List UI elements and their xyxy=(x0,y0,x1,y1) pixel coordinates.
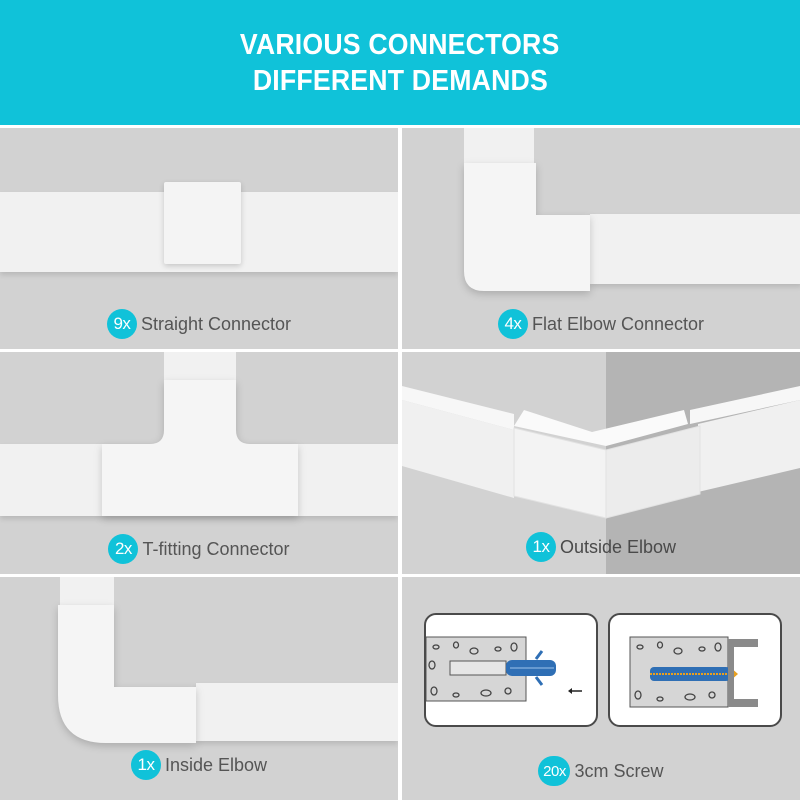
vertical-duct-illustration xyxy=(464,128,534,164)
panel-3cm-screw: 20x 3cm Screw xyxy=(402,577,800,800)
panel-straight-connector: 9x Straight Connector xyxy=(0,128,398,349)
vertical-duct-illustration xyxy=(60,577,114,607)
screw-fastened-diagram xyxy=(608,613,782,727)
caption: 20x 3cm Screw xyxy=(402,756,800,786)
panel-t-fitting-connector: 2x T-fitting Connector xyxy=(0,352,398,574)
quantity-badge: 9x xyxy=(106,309,137,339)
panel-outside-elbow: 1x Outside Elbow xyxy=(402,352,800,574)
caption: 1x Inside Elbow xyxy=(0,750,398,780)
fastened-screw-illustration xyxy=(629,636,758,708)
caption-label: T-fitting Connector xyxy=(142,538,290,559)
horizontal-duct-illustration xyxy=(196,683,398,741)
panel-flat-elbow-connector: 4x Flat Elbow Connector xyxy=(402,128,800,349)
caption-label: Flat Elbow Connector xyxy=(531,313,705,334)
anchor-insertion-diagram xyxy=(424,613,598,727)
caption: 9x Straight Connector xyxy=(0,309,398,339)
banner-title-line-2: DIFFERENT DEMANDS xyxy=(252,64,548,97)
quantity-badge: 4x xyxy=(497,309,528,339)
header-banner: VARIOUS CONNECTORS DIFFERENT DEMANDS xyxy=(0,0,800,125)
quantity-badge: 1x xyxy=(130,750,161,780)
banner-title-line-1: VARIOUS CONNECTORS xyxy=(240,28,560,61)
flat-elbow-illustration xyxy=(464,163,590,291)
inside-elbow-illustration xyxy=(58,605,196,743)
t-fitting-illustration xyxy=(102,380,298,516)
caption: 2x T-fitting Connector xyxy=(0,534,398,564)
wall-anchor-illustration xyxy=(426,636,582,702)
horizontal-duct-illustration xyxy=(590,214,800,284)
vertical-duct-illustration xyxy=(164,352,236,382)
caption-label: Outside Elbow xyxy=(559,536,677,557)
straight-connector-illustration xyxy=(164,182,241,264)
caption-label: 3cm Screw xyxy=(574,760,664,781)
quantity-badge: 20x xyxy=(538,756,571,786)
caption: 1x Outside Elbow xyxy=(402,532,800,562)
caption-label: Straight Connector xyxy=(140,313,292,334)
panel-inside-elbow: 1x Inside Elbow xyxy=(0,577,398,800)
caption-label: Inside Elbow xyxy=(164,754,268,775)
caption: 4x Flat Elbow Connector xyxy=(402,309,800,339)
outside-elbow-illustration xyxy=(402,386,800,519)
quantity-badge: 2x xyxy=(108,534,139,564)
quantity-badge: 1x xyxy=(525,532,556,562)
